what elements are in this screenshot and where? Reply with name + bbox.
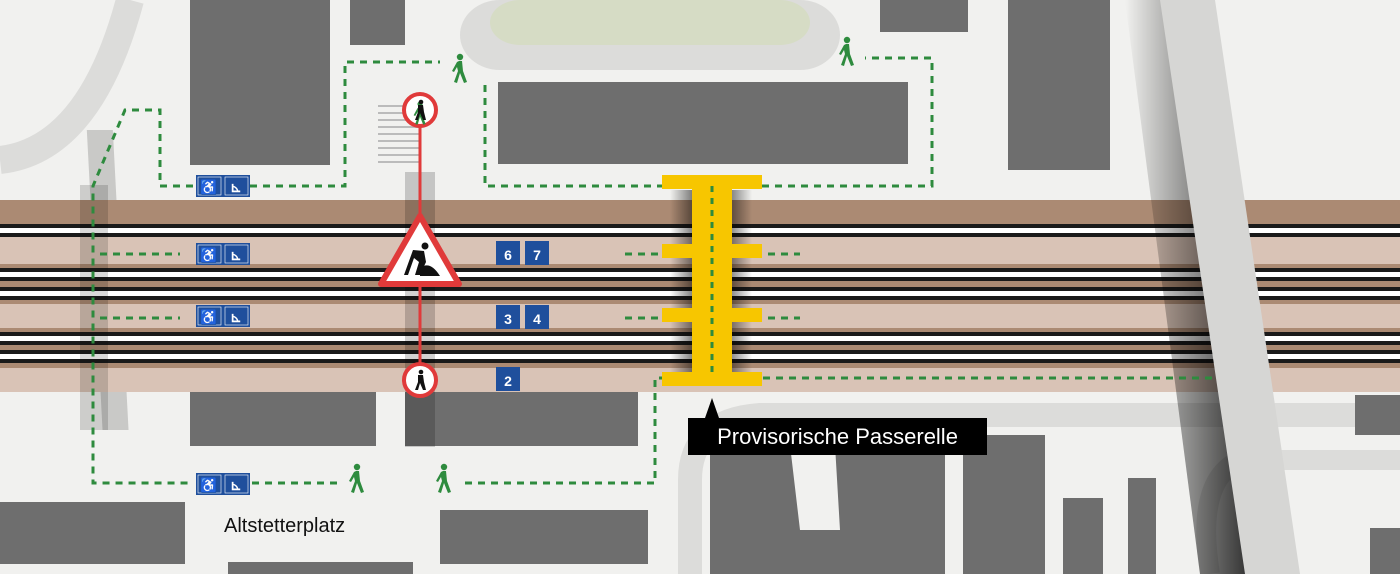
platform-sign-2: 2 bbox=[496, 367, 520, 391]
svg-text:⊾: ⊾ bbox=[230, 477, 242, 493]
svg-text:♿: ♿ bbox=[200, 309, 217, 326]
svg-text:⊾: ⊾ bbox=[230, 179, 242, 195]
svg-text:♿: ♿ bbox=[200, 477, 217, 494]
platform-sign-7: 7 bbox=[525, 241, 549, 265]
closed-route bbox=[378, 92, 462, 398]
svg-text:♿: ♿ bbox=[200, 247, 217, 264]
svg-text:7: 7 bbox=[533, 247, 541, 263]
platform-sign-3: 3 bbox=[496, 305, 520, 329]
accessibility-signs: ♿ ⊾ ♿ ⊾ ♿ ⊾ ♿ ⊾ bbox=[196, 175, 250, 495]
roadwork-warning-icon bbox=[378, 213, 462, 287]
pedestrian-figures-black bbox=[415, 99, 426, 390]
svg-text:⊾: ⊾ bbox=[230, 309, 242, 325]
svg-text:4: 4 bbox=[533, 311, 541, 327]
crosswalk bbox=[378, 105, 420, 163]
place-label: Altstetterplatz bbox=[224, 515, 346, 537]
svg-text:3: 3 bbox=[504, 311, 512, 327]
svg-text:♿: ♿ bbox=[200, 179, 217, 196]
svg-text:⊾: ⊾ bbox=[230, 247, 242, 263]
svg-text:6: 6 bbox=[504, 247, 512, 263]
platform-sign-4: 4 bbox=[525, 305, 549, 329]
platform-signs: 6 7 3 4 2 bbox=[496, 241, 549, 391]
provisional-footbridge bbox=[662, 175, 762, 418]
svg-text:2: 2 bbox=[504, 373, 512, 389]
passerelle-label: Provisorische Passerelle bbox=[688, 418, 987, 455]
platform-sign-6: 6 bbox=[496, 241, 520, 265]
overpass-road bbox=[1125, 0, 1300, 574]
